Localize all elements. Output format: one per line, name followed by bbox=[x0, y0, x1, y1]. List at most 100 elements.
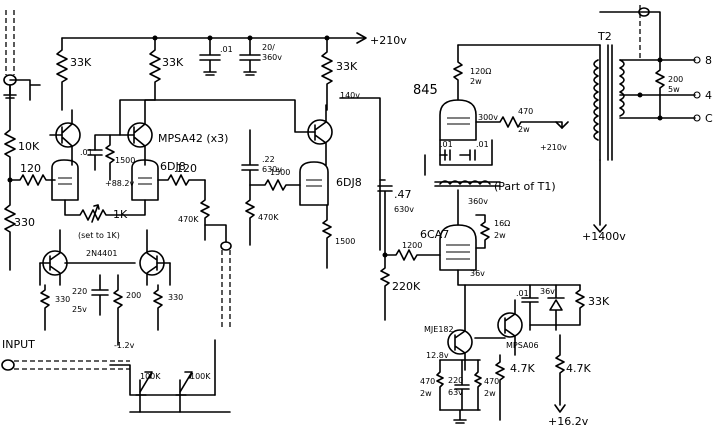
cap-01-top: .01 bbox=[199, 37, 233, 76]
svg-text:220: 220 bbox=[448, 376, 463, 385]
svg-text:2w: 2w bbox=[484, 389, 496, 398]
emitter-network: 12.8v 470 2w 220 63v 470 2w bbox=[420, 351, 499, 424]
cap-20-360: 20/ 360v bbox=[239, 37, 282, 76]
transistor-mpsa06: MPSA06 bbox=[474, 299, 539, 356]
svg-text:2w: 2w bbox=[518, 125, 530, 134]
zener-36v: 36v bbox=[540, 284, 565, 331]
input-jack[interactable]: INPUT bbox=[1, 338, 216, 396]
svg-text:470: 470 bbox=[484, 377, 499, 386]
svg-text:200: 200 bbox=[668, 75, 683, 84]
svg-text:33K: 33K bbox=[336, 60, 358, 73]
svg-text:C: C bbox=[705, 112, 713, 125]
svg-text:25v: 25v bbox=[72, 305, 87, 314]
svg-text:4.7K: 4.7K bbox=[510, 362, 535, 375]
svg-text:330: 330 bbox=[14, 216, 35, 229]
pot-100k-b[interactable]: 100K bbox=[175, 371, 211, 413]
svg-text:2w: 2w bbox=[494, 231, 506, 240]
svg-text:INPUT: INPUT bbox=[2, 338, 35, 351]
svg-text:36v: 36v bbox=[540, 287, 555, 296]
resistor-33k-d: 33K bbox=[529, 284, 610, 326]
resistor-470k-b: 470K bbox=[245, 184, 279, 246]
svg-text:MJE182: MJE182 bbox=[424, 325, 454, 334]
svg-text:.47: .47 bbox=[394, 188, 412, 201]
svg-text:140v: 140v bbox=[340, 91, 360, 100]
svg-text:2w: 2w bbox=[470, 77, 482, 86]
transistor-mpsa42-b: MPSA42 (x3) bbox=[127, 99, 228, 166]
svg-text:.22: .22 bbox=[262, 155, 275, 164]
svg-text:16Ω: 16Ω bbox=[494, 219, 510, 228]
resistor-33k-a: 33K bbox=[56, 37, 92, 111]
resistor-4-7k-b: 4.7K +16.2v bbox=[548, 334, 591, 428]
svg-text:470K: 470K bbox=[258, 213, 279, 222]
svg-text:33K: 33K bbox=[588, 295, 610, 308]
svg-text:8: 8 bbox=[705, 54, 712, 67]
cap-22-630: .22 630v bbox=[241, 129, 282, 186]
pot-100k-a[interactable]: 100K bbox=[135, 371, 161, 413]
resistor-200: 200 -1.2v bbox=[113, 274, 141, 350]
svg-text:.01: .01 bbox=[440, 140, 453, 149]
cap-220-25: 220 25v bbox=[72, 274, 109, 316]
svg-text:120Ω: 120Ω bbox=[470, 67, 491, 76]
tube-845: 845 120Ω 2w 300v bbox=[413, 44, 601, 141]
svg-text:120: 120 bbox=[176, 162, 197, 175]
output-taps: 200 5w 8 4 C bbox=[599, 5, 713, 125]
svg-text:.01: .01 bbox=[220, 45, 233, 54]
svg-text:330: 330 bbox=[55, 295, 70, 304]
resistor-4-7k-a: 4.7K bbox=[495, 354, 535, 421]
transistor-mpsa42-c bbox=[119, 99, 333, 166]
svg-text:630v: 630v bbox=[262, 165, 282, 174]
svg-text:6DJ8: 6DJ8 bbox=[160, 160, 186, 173]
svg-text:220K: 220K bbox=[392, 280, 421, 293]
svg-text:845: 845 bbox=[413, 83, 438, 98]
svg-text:.01: .01 bbox=[516, 289, 529, 298]
filament-caps: .01 .01 (Part of T1) bbox=[424, 139, 556, 193]
svg-text:MPSA06: MPSA06 bbox=[506, 341, 539, 350]
svg-text:100K: 100K bbox=[190, 372, 211, 381]
svg-text:33K: 33K bbox=[70, 56, 92, 69]
resistor-470k-a: 470K bbox=[178, 179, 210, 241]
resistor-1200: 1200 bbox=[384, 241, 441, 261]
shield-cable-feedback bbox=[204, 224, 232, 330]
cap-01-d: .01 bbox=[516, 284, 539, 331]
svg-text:+1400v: +1400v bbox=[582, 230, 626, 243]
transistor-2n4401-a bbox=[39, 229, 68, 286]
resistor-10k: 10K bbox=[4, 84, 40, 181]
svg-text:+88.2v: +88.2v bbox=[105, 179, 135, 188]
svg-text:330: 330 bbox=[168, 293, 183, 302]
svg-text:470K: 470K bbox=[178, 215, 199, 224]
svg-text:2w: 2w bbox=[420, 389, 432, 398]
svg-text:2N4401: 2N4401 bbox=[86, 249, 117, 258]
svg-text:.01: .01 bbox=[476, 140, 489, 149]
transistor-2n4401-b: 2N4401 bbox=[86, 229, 171, 286]
resistor-330-a: 330 bbox=[4, 179, 35, 271]
svg-text:MPSA42 (x3): MPSA42 (x3) bbox=[158, 132, 228, 145]
svg-text:200: 200 bbox=[126, 291, 141, 300]
svg-text:300v: 300v bbox=[478, 113, 498, 122]
svg-text:470: 470 bbox=[518, 107, 533, 116]
resistor-470-2w: 470 2w +210v bbox=[475, 107, 569, 152]
trim-1k: 1K (set to 1K) bbox=[64, 199, 146, 240]
svg-text:12.8v: 12.8v bbox=[426, 351, 449, 360]
transistor-q1 bbox=[55, 109, 81, 161]
resistor-120-a: 120 bbox=[7, 162, 56, 186]
svg-text:1500: 1500 bbox=[115, 156, 135, 165]
resistor-220k: 220K bbox=[380, 252, 421, 321]
svg-text:(Part of T1): (Part of T1) bbox=[494, 180, 556, 193]
svg-text:1200: 1200 bbox=[402, 241, 422, 250]
tube-6dj8-a: 6DJ8 bbox=[51, 159, 186, 201]
svg-text:120: 120 bbox=[20, 162, 41, 175]
svg-text:+210v: +210v bbox=[540, 143, 567, 152]
resistor-33k-b: 33K bbox=[149, 37, 184, 101]
svg-text:470: 470 bbox=[420, 377, 435, 386]
transistor-mje182: MJE182 bbox=[424, 284, 473, 371]
resistor-33k-c: 33K 140v bbox=[321, 37, 360, 111]
resistor-330-b: 330 bbox=[40, 284, 70, 331]
svg-text:6DJ8: 6DJ8 bbox=[336, 176, 362, 189]
svg-text:1K: 1K bbox=[113, 208, 128, 221]
svg-text:33K: 33K bbox=[162, 56, 184, 69]
svg-text:100K: 100K bbox=[140, 372, 161, 381]
svg-text:630v: 630v bbox=[394, 205, 414, 214]
resistor-1500-c: 1500 bbox=[322, 204, 355, 269]
tube-6dj8-b: 6DJ8 bbox=[299, 161, 362, 206]
